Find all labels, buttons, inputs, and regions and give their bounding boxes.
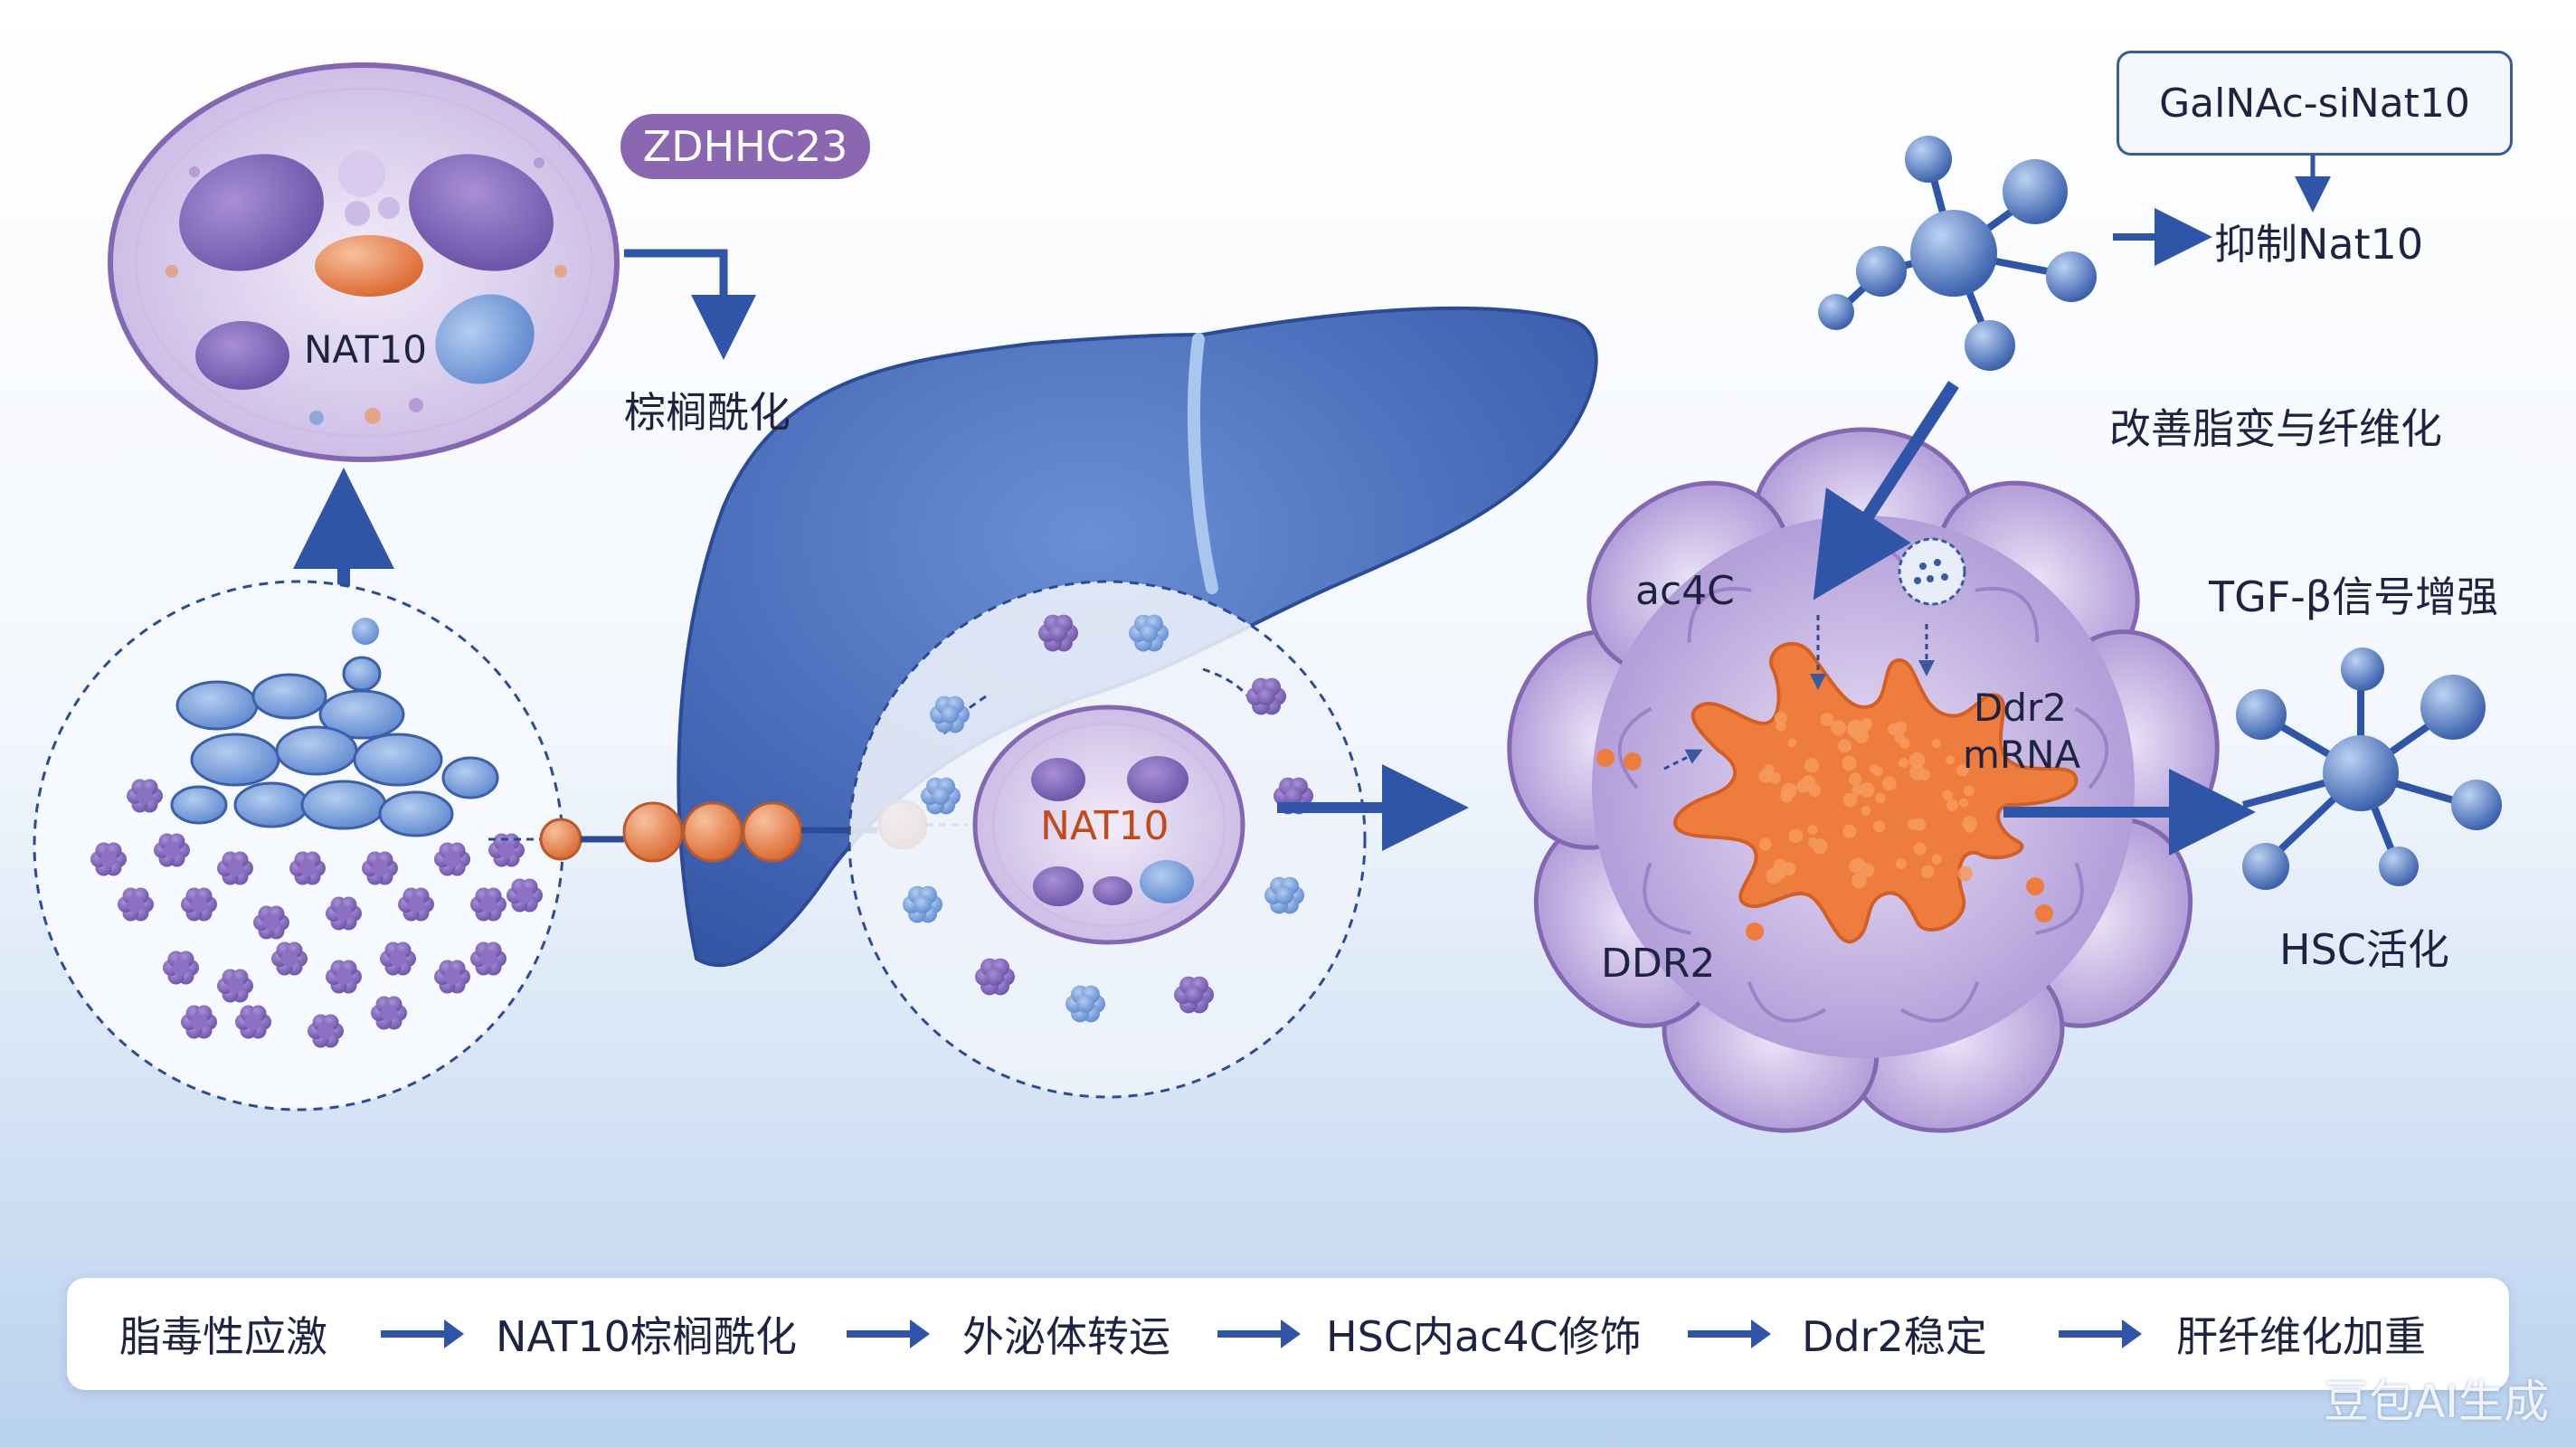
tgf-beta-label: TGF-β信号增强 [2209, 572, 2499, 621]
pathway-flow-bar: 脂毒性应激 NAT10棕榈酰化 外泌体转运 HSC内ac4C修饰 Ddr2稳定 … [67, 1278, 2509, 1390]
palmitoylation-arrow [624, 249, 756, 360]
activated-hsc-molecule [2236, 648, 2502, 890]
flow-step-3: 外泌体转运 [962, 1312, 1170, 1361]
ac4c-label: ac4C [1635, 568, 1735, 614]
flow-step-5: Ddr2稳定 [1802, 1312, 1987, 1361]
flow-arrow-4 [1688, 1319, 1771, 1348]
watermark: 豆包AI生成 [2324, 1376, 2549, 1428]
flow-step-4: HSC内ac4C修饰 [1326, 1312, 1642, 1361]
flow-arrow-2 [847, 1319, 930, 1348]
hepatocyte-top [108, 62, 620, 462]
hsc-activation-label: HSC活化 [2279, 925, 2449, 974]
ddr2-mrna-label-1: Ddr2 [1974, 686, 2067, 730]
zdhhc23-badge: ZDHHC23 [620, 114, 870, 179]
exosome-chain [488, 799, 968, 863]
lipid-droplet-circle [33, 580, 564, 1111]
flow-step-6: 肝纤维化加重 [2176, 1312, 2426, 1361]
ddr2-mrna-label-2: mRNA [1963, 733, 2081, 777]
top-cell-nat10-label: NAT10 [304, 327, 427, 372]
galnac-arrow [1813, 381, 1959, 601]
flow-step-2: NAT10棕榈酰化 [496, 1312, 797, 1361]
galnac-sinat10-box: GalNAc-siNat10 [2117, 51, 2513, 156]
flow-arrow-5 [2059, 1319, 2142, 1348]
flow-arrow-1 [381, 1319, 464, 1348]
flow-step-1: 脂毒性应激 [119, 1312, 327, 1361]
exosome-transport-circle [848, 580, 1367, 1099]
hepatic-stellate-cell [1507, 427, 2220, 1133]
exosome-nat10-label: NAT10 [1040, 803, 1170, 849]
palmitoylation-label: 棕榈酰化 [624, 388, 791, 437]
improve-label: 改善脂变与纤维化 [2109, 404, 2442, 453]
galnac-molecule [1818, 136, 2097, 371]
inhibit-nat10-label: 抑制Nat10 [2214, 220, 2424, 269]
flow-arrow-3 [1217, 1319, 1301, 1348]
ddr2-protein-label: DDR2 [1601, 941, 1716, 987]
